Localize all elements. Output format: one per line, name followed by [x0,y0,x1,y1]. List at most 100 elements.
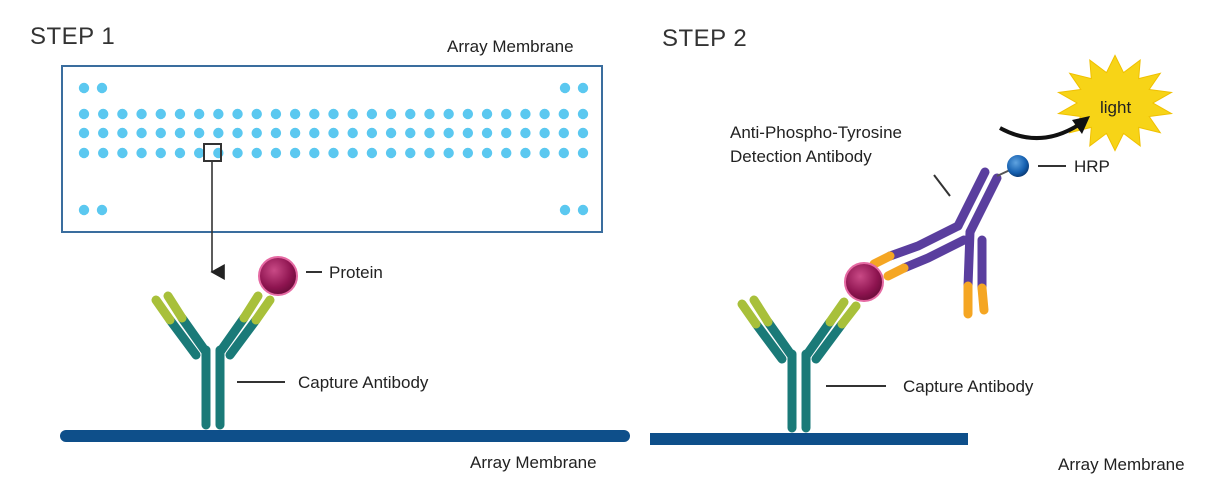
array-spot [309,147,320,159]
array-spot [501,127,512,139]
array-spot [174,127,186,139]
array-spot [405,127,416,139]
array-spot [481,127,493,139]
array-spot [193,127,205,139]
array-spot [347,147,358,159]
array-spot [251,127,262,139]
array-spot [577,127,589,139]
light-label: light [1100,98,1131,117]
array-spot [136,147,147,159]
array-spot [117,127,128,139]
array-spot [520,127,531,139]
array-spot [78,147,90,159]
array-spot [577,108,589,120]
array-spot [443,108,454,120]
array-spot [385,108,397,120]
array-spot [97,108,109,120]
capture-antibody-label-step1: Capture Antibody [298,373,429,392]
detection-antibody-label-line2: Detection Antibody [730,147,872,166]
array-spot [481,108,493,120]
array-spot [174,108,186,120]
array-spot [424,108,435,120]
array-spot [174,147,186,159]
array-spot [347,127,358,139]
array-spot [270,127,282,139]
array-spot [558,108,570,120]
array-spot [136,108,147,120]
array-spot [78,108,90,120]
array-spot [501,108,512,120]
hrp-link [996,169,1011,177]
array-spot [462,127,474,139]
hrp-label: HRP [1074,157,1110,176]
array-spot [539,127,550,139]
array-spot [520,147,531,159]
array-spot [117,147,128,159]
array-spot [117,108,128,120]
array-spot [366,147,378,159]
array-spot [78,204,90,216]
array-spot [366,127,378,139]
array-spot [97,127,109,139]
array-spot [155,127,166,139]
array-spot [289,147,301,159]
array-spot [232,108,243,120]
detection-antibody [869,167,1002,319]
array-spot [193,147,205,159]
hrp-circle [1007,155,1029,177]
array-spot [251,147,262,159]
array-spots [78,82,589,216]
detection-antibody-label-line1: Anti-Phospho-Tyrosine [730,123,902,142]
light-burst [1056,54,1174,152]
array-spot [501,147,512,159]
array-spot [366,108,378,120]
detection-label-pointer [933,174,951,197]
array-spot [385,127,397,139]
array-spot [270,147,282,159]
protein-circle-step2 [844,262,884,302]
array-spot [78,127,90,139]
array-spot [558,147,570,159]
step1-title: STEP 1 [30,23,115,50]
array-spot [577,82,589,94]
array-membrane-bottom-label-step2: Array Membrane [1058,455,1185,474]
array-spot [232,147,243,159]
array-spot [443,127,454,139]
array-spot [462,108,474,120]
capture-antibody-step1 [151,291,275,430]
array-spot [481,147,493,159]
array-spot [559,204,571,216]
step2-title: STEP 2 [662,25,747,52]
array-spot [213,108,224,120]
array-spot [577,147,589,159]
capture-antibody-label-step2: Capture Antibody [903,377,1034,396]
array-spot [97,147,109,159]
array-spot [193,108,205,120]
array-spot [289,127,301,139]
array-spot [328,147,339,159]
array-spot [539,147,550,159]
array-spot [289,108,301,120]
array-spot [385,147,397,159]
array-spot [405,108,416,120]
array-spot [462,147,474,159]
array-spot [424,127,435,139]
array-spot [251,108,262,120]
array-spot [539,108,550,120]
light-arrowhead [1072,116,1090,134]
array-spot [136,127,147,139]
array-spot [213,127,224,139]
array-spot [96,204,108,216]
array-spot [96,82,108,94]
array-spot [78,82,90,94]
array-membrane-top-label: Array Membrane [447,37,574,56]
protein-circle-step1 [258,256,298,296]
light-arrow [999,122,1082,140]
array-spot [309,108,320,120]
array-membrane-bottom-label-step1: Array Membrane [470,453,597,472]
array-spot [155,108,166,120]
protein-label: Protein [329,263,383,282]
array-spot [232,127,243,139]
